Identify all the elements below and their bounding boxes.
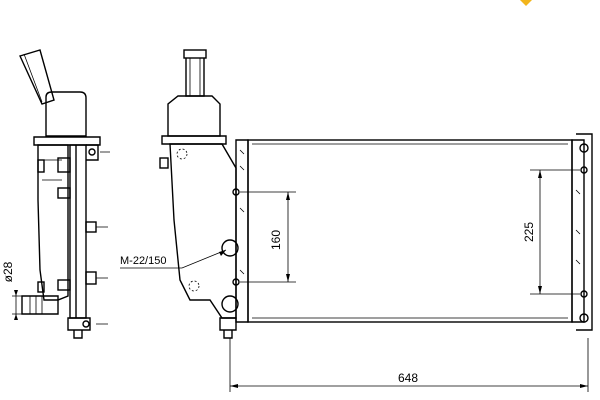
thread-callout-label: M-22/150: [120, 255, 166, 267]
corner-mark: [520, 0, 532, 6]
port-spacing-right-label: 225: [522, 222, 536, 242]
overall-width-label: 648: [398, 371, 418, 385]
port-spacing-left-label: 160: [269, 230, 283, 250]
port-spacing-right-dimension: 225: [522, 169, 580, 295]
pipe-diameter-dimension: ø28: [1, 261, 22, 320]
radiator-core: [232, 133, 593, 331]
overall-width-dimension: 648: [229, 338, 589, 392]
port-spacing-left-dimension: 160: [240, 191, 296, 283]
pipe-diameter-label: ø28: [1, 261, 15, 282]
thread-callout: M-22/150: [120, 249, 227, 269]
side-view: [19, 49, 110, 339]
front-view-tank: [159, 49, 239, 339]
